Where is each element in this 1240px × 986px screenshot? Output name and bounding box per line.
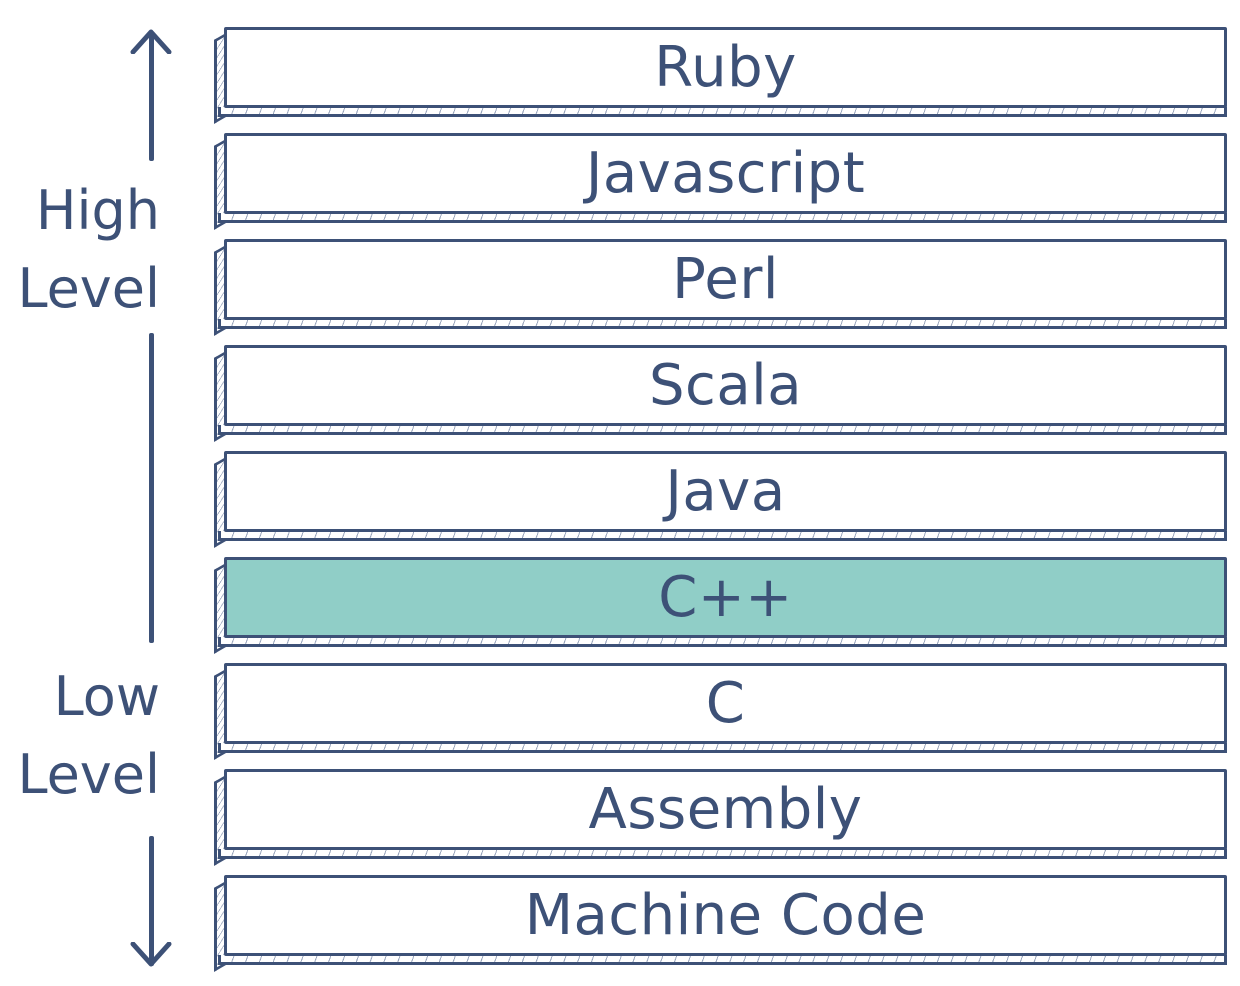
layer-java: Java <box>214 451 1227 548</box>
axis-line-top <box>149 34 154 161</box>
layer-label: C++ <box>658 564 793 630</box>
layer-perl: Perl <box>214 239 1227 336</box>
layer-label: Javascript <box>585 140 866 206</box>
high-level-label: High Level <box>0 172 160 328</box>
axis-line-middle <box>149 333 154 643</box>
layer-assembly: Assembly <box>214 769 1227 866</box>
up-arrow-icon <box>130 29 172 54</box>
layer-c: C <box>214 663 1227 760</box>
low-level-label: Low Level <box>0 658 160 814</box>
low-label-line-1: Low <box>53 665 160 728</box>
layer-label: C <box>705 670 746 736</box>
low-label-line-2: Level <box>17 743 160 806</box>
layer-label: Scala <box>648 352 803 418</box>
high-label-line-2: Level <box>17 257 160 320</box>
layer-label: Machine Code <box>524 882 927 948</box>
layer-cpp: C++ <box>214 557 1227 654</box>
layer-label: Java <box>665 458 786 524</box>
layer-label: Ruby <box>654 34 797 100</box>
highlighted-layer-face: C++ <box>224 557 1227 638</box>
layer-label: Assembly <box>588 776 863 842</box>
layer-machine-code: Machine Code <box>214 875 1227 972</box>
layer-scala: Scala <box>214 345 1227 442</box>
layer-javascript: Javascript <box>214 133 1227 230</box>
axis-line-bottom <box>149 836 154 966</box>
layer-label: Perl <box>672 246 779 312</box>
down-arrow-icon <box>130 942 172 967</box>
high-label-line-1: High <box>35 179 160 242</box>
layer-ruby: Ruby <box>214 27 1227 124</box>
